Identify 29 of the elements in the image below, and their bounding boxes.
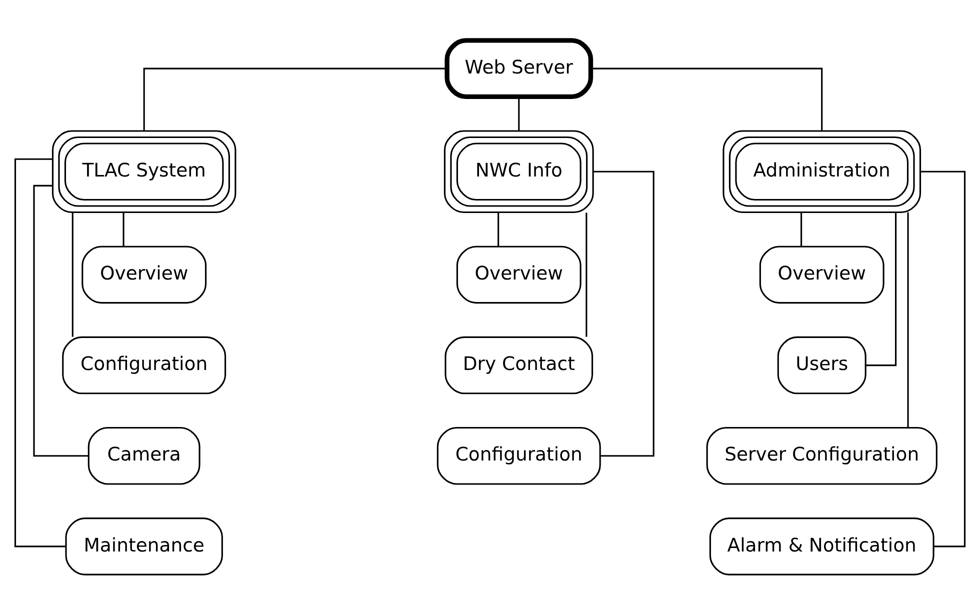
connector bbox=[906, 212, 908, 428]
connector bbox=[518, 96, 520, 131]
connector bbox=[14, 158, 65, 548]
connector bbox=[920, 170, 966, 548]
node-box: Configuration bbox=[62, 336, 226, 394]
node-box: Overview bbox=[81, 246, 206, 304]
connector bbox=[585, 212, 587, 337]
connector bbox=[800, 212, 802, 246]
connector bbox=[71, 212, 73, 337]
node-box: Configuration bbox=[436, 426, 600, 485]
node-box: Overview bbox=[456, 246, 581, 304]
node-box: Server Configuration bbox=[706, 426, 937, 485]
node-box: Camera bbox=[87, 426, 200, 485]
connector bbox=[32, 184, 88, 457]
node-box: TLAC System bbox=[51, 130, 236, 214]
node-box: Dry Contact bbox=[444, 336, 593, 394]
connector bbox=[592, 170, 654, 457]
node-box: NWC Info bbox=[443, 130, 594, 214]
connector bbox=[865, 212, 896, 366]
connector bbox=[590, 68, 822, 131]
node-box: Alarm & Notification bbox=[708, 518, 934, 576]
node-box: Users bbox=[776, 336, 866, 394]
node-box: Administration bbox=[722, 130, 921, 214]
node-box: Maintenance bbox=[64, 518, 222, 576]
node-box: Web Server bbox=[444, 38, 593, 100]
connector bbox=[497, 212, 499, 246]
connector bbox=[122, 212, 124, 246]
node-box: Overview bbox=[758, 246, 884, 304]
connector bbox=[142, 68, 446, 131]
